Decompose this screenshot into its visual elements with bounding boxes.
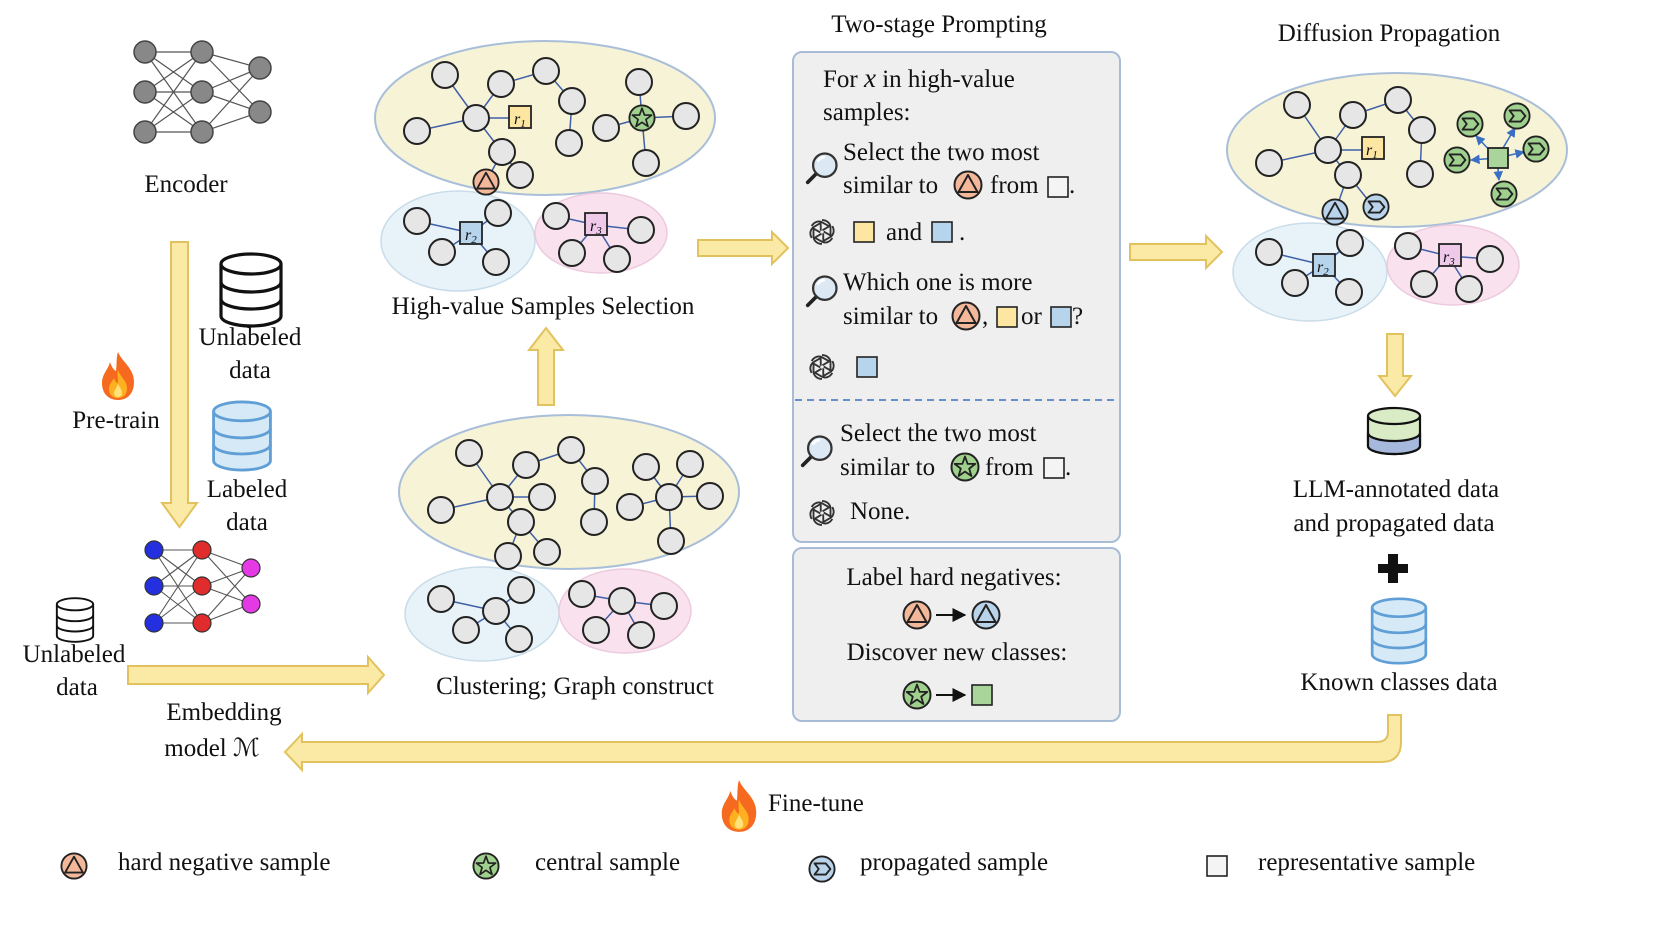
legend-representative: representative sample — [1258, 849, 1475, 876]
q1-line2b: from — [990, 172, 1039, 199]
pretrain-labeled-label-line1: Labeled — [207, 476, 288, 503]
clustering-title: Clustering; Graph construct — [436, 673, 714, 700]
clustering-up-arrow-icon — [526, 326, 566, 406]
q3-line2c: . — [1065, 454, 1071, 481]
plus-icon — [1378, 554, 1408, 583]
embedding-model-label-line2: model ℳ — [164, 735, 259, 762]
representative-sample-icon — [1047, 176, 1069, 198]
q2-line2a: similar to — [843, 303, 938, 330]
svg-text:r2: r2 — [1317, 259, 1329, 278]
a1-and: and — [886, 219, 923, 246]
q2-comma: , — [982, 303, 988, 330]
pretrain-labeled-label-line2: data — [226, 509, 268, 536]
central-sample-icon — [950, 452, 980, 482]
pretrain-unlabeled-label-line2: data — [229, 357, 271, 384]
svg-text:r2: r2 — [465, 227, 477, 246]
q1-line2c: . — [1069, 172, 1075, 199]
central-sample-icon — [472, 852, 500, 880]
embedding-model-label-line1: Embedding — [166, 699, 282, 726]
unlabeled-database-icon — [219, 252, 283, 328]
svg-text:r1: r1 — [514, 111, 526, 130]
legend-central: central sample — [535, 849, 680, 876]
a1-end: . — [959, 219, 965, 246]
hard-negatives-label: Label hard negatives: — [846, 564, 1061, 591]
embedding-unlabeled-database-icon — [55, 597, 95, 643]
representative-sample-icon — [1206, 855, 1228, 877]
to-prompting-arrow-icon — [697, 229, 790, 267]
annotated-database-icon — [1366, 406, 1422, 456]
embedding-network-icon — [144, 540, 261, 633]
fire-icon — [102, 352, 134, 400]
q2-question: ? — [1072, 303, 1083, 330]
pretrain-unlabeled-label-line1: Unlabeled — [199, 324, 302, 351]
q3-line2a: similar to — [840, 454, 935, 481]
embedding-unlabeled-label-line1: Unlabeled — [23, 641, 126, 668]
diffusion-title: Diffusion Propagation — [1278, 20, 1501, 47]
rep-blue-icon — [1050, 306, 1072, 328]
prompting-for-line1: For x in high-value — [823, 63, 1015, 93]
rep-yellow-icon — [853, 221, 875, 243]
diffusion-graph: r1 r2 r3 — [1226, 72, 1568, 322]
hard-negative-icon — [60, 852, 88, 880]
q3-line2b: from — [985, 454, 1034, 481]
q1-line1: Select the two most — [843, 139, 1040, 166]
fire-icon — [721, 780, 757, 832]
embedding-arrow-icon — [127, 654, 386, 696]
pretrain-arrow-icon — [160, 241, 199, 529]
known-classes-database-icon — [1370, 597, 1428, 665]
new-class-icon — [971, 684, 993, 706]
a3-none: None. — [850, 498, 910, 525]
annotated-label-line1: LLM-annotated data — [1293, 476, 1499, 503]
to-annotated-arrow-icon — [1376, 333, 1414, 398]
clustering-graph — [398, 414, 740, 662]
finetune-arrow-icon — [283, 714, 1402, 773]
known-classes-label: Known classes data — [1300, 669, 1497, 696]
q2-line1: Which one is more — [843, 269, 1033, 296]
embedding-unlabeled-label-line2: data — [56, 674, 98, 701]
labeled-database-icon — [212, 400, 272, 472]
rep-blue-icon — [931, 221, 953, 243]
outcome-panel — [792, 547, 1121, 722]
legend-propagated: propagated sample — [860, 849, 1048, 876]
propagated-sample-icon — [808, 855, 836, 883]
relabeled-negative-icon — [971, 600, 1001, 630]
hard-negative-icon — [902, 600, 932, 630]
representative-sample-icon — [1043, 457, 1065, 479]
to-diffusion-arrow-icon — [1129, 233, 1224, 271]
prompting-for-line2: samples: — [823, 99, 911, 126]
selection-graph: r1 r2 r3 — [374, 40, 716, 292]
q3-line1: Select the two most — [840, 420, 1037, 447]
central-sample-icon — [902, 680, 932, 710]
q1-line2a: similar to — [843, 172, 938, 199]
prompting-title: Two-stage Prompting — [831, 11, 1047, 38]
svg-text:r3: r3 — [590, 218, 602, 237]
selection-title: High-value Samples Selection — [392, 293, 695, 320]
pretrain-label: Pre-train — [72, 407, 160, 434]
encoder-label: Encoder — [144, 171, 228, 198]
legend-hard-negative: hard negative sample — [118, 849, 330, 876]
hard-negative-icon — [951, 301, 981, 331]
svg-text:r1: r1 — [1366, 142, 1378, 161]
prompting-panel — [792, 51, 1121, 543]
hard-negative-icon — [953, 170, 983, 200]
rep-yellow-icon — [996, 306, 1018, 328]
annotated-label-line2: and propagated data — [1293, 510, 1494, 537]
legend: hard negative sample central sample prop… — [60, 849, 1475, 883]
svg-text:r3: r3 — [1443, 249, 1455, 268]
q2-or: or — [1021, 303, 1043, 330]
finetune-label: Fine-tune — [768, 790, 864, 817]
encoder-network-icon — [133, 40, 272, 144]
new-classes-label: Discover new classes: — [847, 639, 1068, 666]
rep-blue-icon — [856, 356, 878, 378]
